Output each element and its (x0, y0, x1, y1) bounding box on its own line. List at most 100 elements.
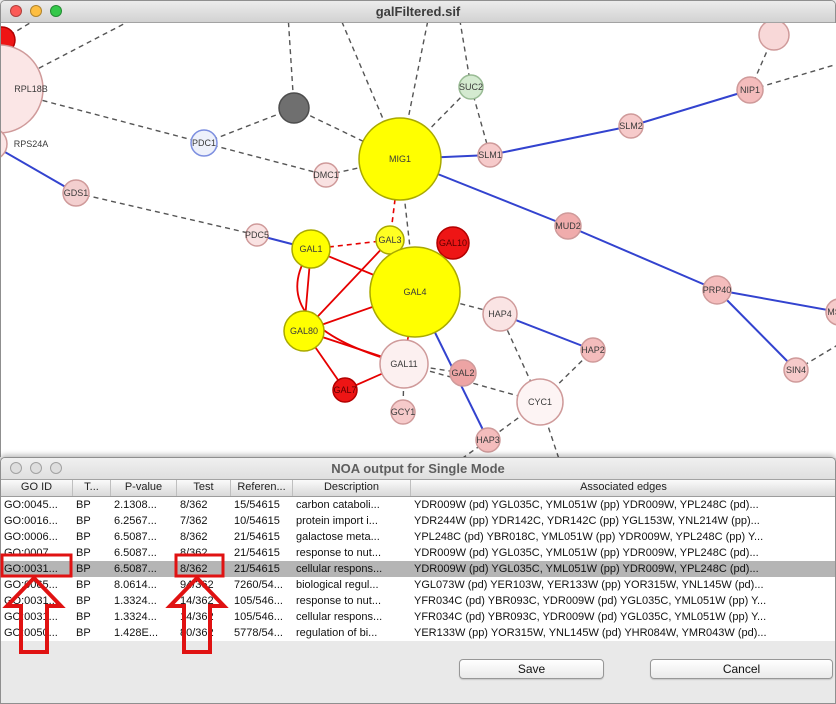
graph-edge-dash[interactable] (339, 23, 401, 160)
graph-node-HAP3[interactable] (475, 427, 501, 453)
cell-test: 8/362 (180, 531, 208, 543)
close-button-icon[interactable] (10, 5, 22, 17)
graph-node-HAP4[interactable] (482, 296, 518, 332)
graph-node-GAL4[interactable] (369, 246, 461, 338)
cell-description: response to nut... (296, 595, 381, 607)
graph-node-SLM1[interactable] (477, 142, 503, 168)
cell-go-id: GO:0050... (4, 627, 58, 639)
graph-edge-blue[interactable] (489, 125, 632, 156)
network-titlebar[interactable]: galFiltered.sif (1, 1, 835, 23)
graph-node-label-GDS1: GDS1 (64, 188, 89, 198)
graph-node-CYC1[interactable] (516, 378, 564, 426)
graph-edge-dash[interactable] (293, 107, 401, 160)
save-button[interactable]: Save (459, 659, 604, 679)
graph-node-label-GAL4: GAL4 (403, 287, 426, 297)
graph-edge-dash[interactable] (203, 107, 295, 144)
column-header-test[interactable]: Test (177, 480, 231, 496)
graph-node-GAL10[interactable] (436, 226, 470, 260)
graph-node-GAL2[interactable] (449, 359, 477, 387)
graph-node-GDS1[interactable] (62, 179, 90, 207)
zoom-button-icon[interactable] (50, 462, 62, 474)
column-header-p-value[interactable]: P-value (111, 480, 177, 496)
cell-reference: 7260/54... (234, 579, 283, 591)
column-header-description[interactable]: Description (293, 480, 411, 496)
graph-node-PDC1[interactable] (190, 129, 218, 157)
graph-node-n-gray[interactable] (278, 92, 310, 124)
graph-node-n-right-partial[interactable] (825, 298, 836, 326)
graph-node-RPS24A[interactable] (1, 128, 8, 160)
graph-edge-dash[interactable] (453, 439, 489, 458)
graph-node-GAL1[interactable] (291, 229, 331, 269)
minimize-button-icon[interactable] (30, 5, 42, 17)
graph-node-SLM2[interactable] (618, 113, 644, 139)
cell-reference: 21/54615 (234, 563, 280, 575)
graph-node-n-topright[interactable] (758, 23, 790, 51)
graph-node-GAL11[interactable] (379, 339, 429, 389)
cancel-button[interactable]: Cancel (650, 659, 833, 679)
cell-reference: 105/546... (234, 611, 283, 623)
graph-node-SIN4[interactable] (783, 357, 809, 383)
graph-node-label-HAP2: HAP2 (581, 345, 605, 355)
graph-node-HAP2[interactable] (580, 337, 606, 363)
cell-type: BP (76, 515, 91, 527)
cell-reference: 21/54615 (234, 531, 280, 543)
network-window-title: galFiltered.sif (375, 4, 461, 19)
graph-node-label-GAL7: GAL7 (333, 385, 356, 395)
graph-edge-dash[interactable] (399, 23, 429, 160)
graph-node-label-GAL80: GAL80 (290, 326, 318, 336)
graph-node-GCY1[interactable] (390, 399, 416, 425)
graph-node-NIP1[interactable] (736, 76, 764, 104)
cell-p-value: 8.0614... (114, 579, 157, 591)
graph-node-PRP40[interactable] (702, 275, 732, 305)
column-header-go-id[interactable]: GO ID (1, 480, 73, 496)
graph-node-label-SUC2: SUC2 (459, 82, 483, 92)
column-header-associated-edges[interactable]: Associated edges (411, 480, 836, 496)
cell-p-value: 6.5087... (114, 531, 157, 543)
cell-go-id: GO:0045... (4, 499, 58, 511)
zoom-button-icon[interactable] (50, 5, 62, 17)
graph-node-MIG1[interactable] (358, 117, 442, 201)
graph-node-GAL7[interactable] (332, 377, 358, 403)
graph-edge-dash[interactable] (749, 63, 836, 91)
graph-edge-dash[interactable] (203, 142, 327, 176)
minimize-button-icon[interactable] (30, 462, 42, 474)
graph-node-SUC2[interactable] (458, 74, 484, 100)
graph-edge-dash[interactable] (399, 86, 472, 160)
cell-test: 8/362 (180, 499, 208, 511)
graph-edge-red[interactable] (303, 239, 391, 332)
cell-description: cellular respons... (296, 563, 383, 575)
cell-associated-edges: YDR009W (pd) YGL035C, YML051W (pp) YDR00… (414, 499, 759, 511)
column-header-reference[interactable]: Referen... (231, 480, 293, 496)
graph-edge-dash[interactable] (499, 313, 541, 403)
graph-edge-dash[interactable] (75, 192, 258, 236)
graph-edge-blue[interactable] (567, 225, 718, 291)
graph-node-RPL18B[interactable] (1, 44, 44, 134)
graph-node-DMC1[interactable] (313, 162, 339, 188)
graph-edge-blue[interactable] (630, 89, 751, 127)
cell-type: BP (76, 595, 91, 607)
graph-edge-blue[interactable] (716, 289, 797, 371)
graph-edge-blue[interactable] (716, 289, 836, 313)
noa-titlebar[interactable]: NOA output for Single Mode (1, 458, 835, 480)
close-button-icon[interactable] (10, 462, 22, 474)
column-header-type[interactable]: T... (73, 480, 111, 496)
graph-node-GAL80[interactable] (283, 310, 325, 352)
graph-node-MUD2[interactable] (554, 212, 582, 240)
graph-node-PDC5[interactable] (245, 223, 269, 247)
graph-node-label-HAP3: HAP3 (476, 435, 500, 445)
graph-edge-dash[interactable] (287, 23, 295, 109)
cell-type: BP (76, 611, 91, 623)
cell-test: 80/362 (180, 627, 214, 639)
